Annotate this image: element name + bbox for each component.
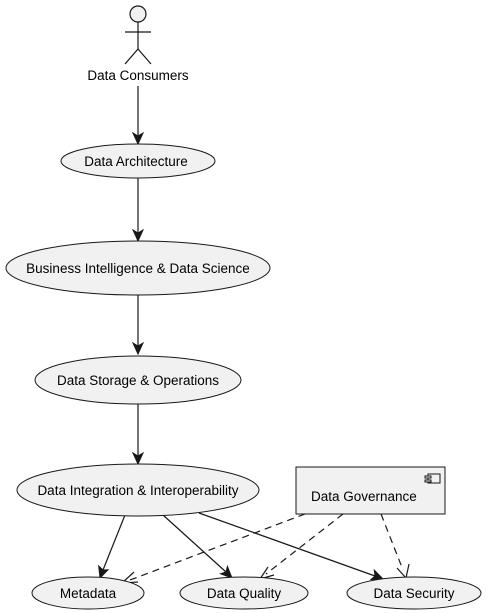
node-data-architecture: Data Architecture xyxy=(60,143,216,179)
edge-governance-to-metadata xyxy=(120,513,306,584)
node-metadata: Metadata xyxy=(31,576,145,610)
node-data-quality: Data Quality xyxy=(179,576,309,610)
node-label: Business Intelligence & Data Science xyxy=(26,261,250,276)
node-data-storage: Data Storage & Operations xyxy=(34,355,242,405)
node-data-integration: Data Integration & Interoperability xyxy=(16,463,260,517)
edge-governance-to-security xyxy=(380,513,410,580)
node-label: Metadata xyxy=(60,586,117,601)
node-label: Data Storage & Operations xyxy=(57,373,219,388)
edge-actor-to-architecture xyxy=(131,86,145,146)
component-label: Data Governance xyxy=(311,489,417,504)
edge-integration-to-metadata xyxy=(98,514,126,580)
component-data-governance: Data Governance xyxy=(295,466,446,515)
component-icon xyxy=(424,473,441,484)
node-label: Data Architecture xyxy=(84,154,188,169)
actor-data-consumers: Data Consumers xyxy=(87,5,189,83)
node-label: Data Security xyxy=(373,586,454,601)
stick-figure-icon xyxy=(124,5,152,65)
edge-governance-to-quality xyxy=(258,513,344,581)
node-business-intelligence: Business Intelligence & Data Science xyxy=(5,240,271,296)
edge-storage-to-integration xyxy=(131,404,145,466)
node-label: Data Integration & Interoperability xyxy=(37,483,238,498)
edge-integration-to-quality xyxy=(162,514,233,579)
edge-integration-to-security xyxy=(198,512,385,581)
node-label: Data Quality xyxy=(207,586,282,601)
edge-bi-to-storage xyxy=(131,295,145,356)
node-data-security: Data Security xyxy=(346,576,482,610)
edge-architecture-to-bi xyxy=(131,178,145,243)
actor-label: Data Consumers xyxy=(87,68,189,83)
